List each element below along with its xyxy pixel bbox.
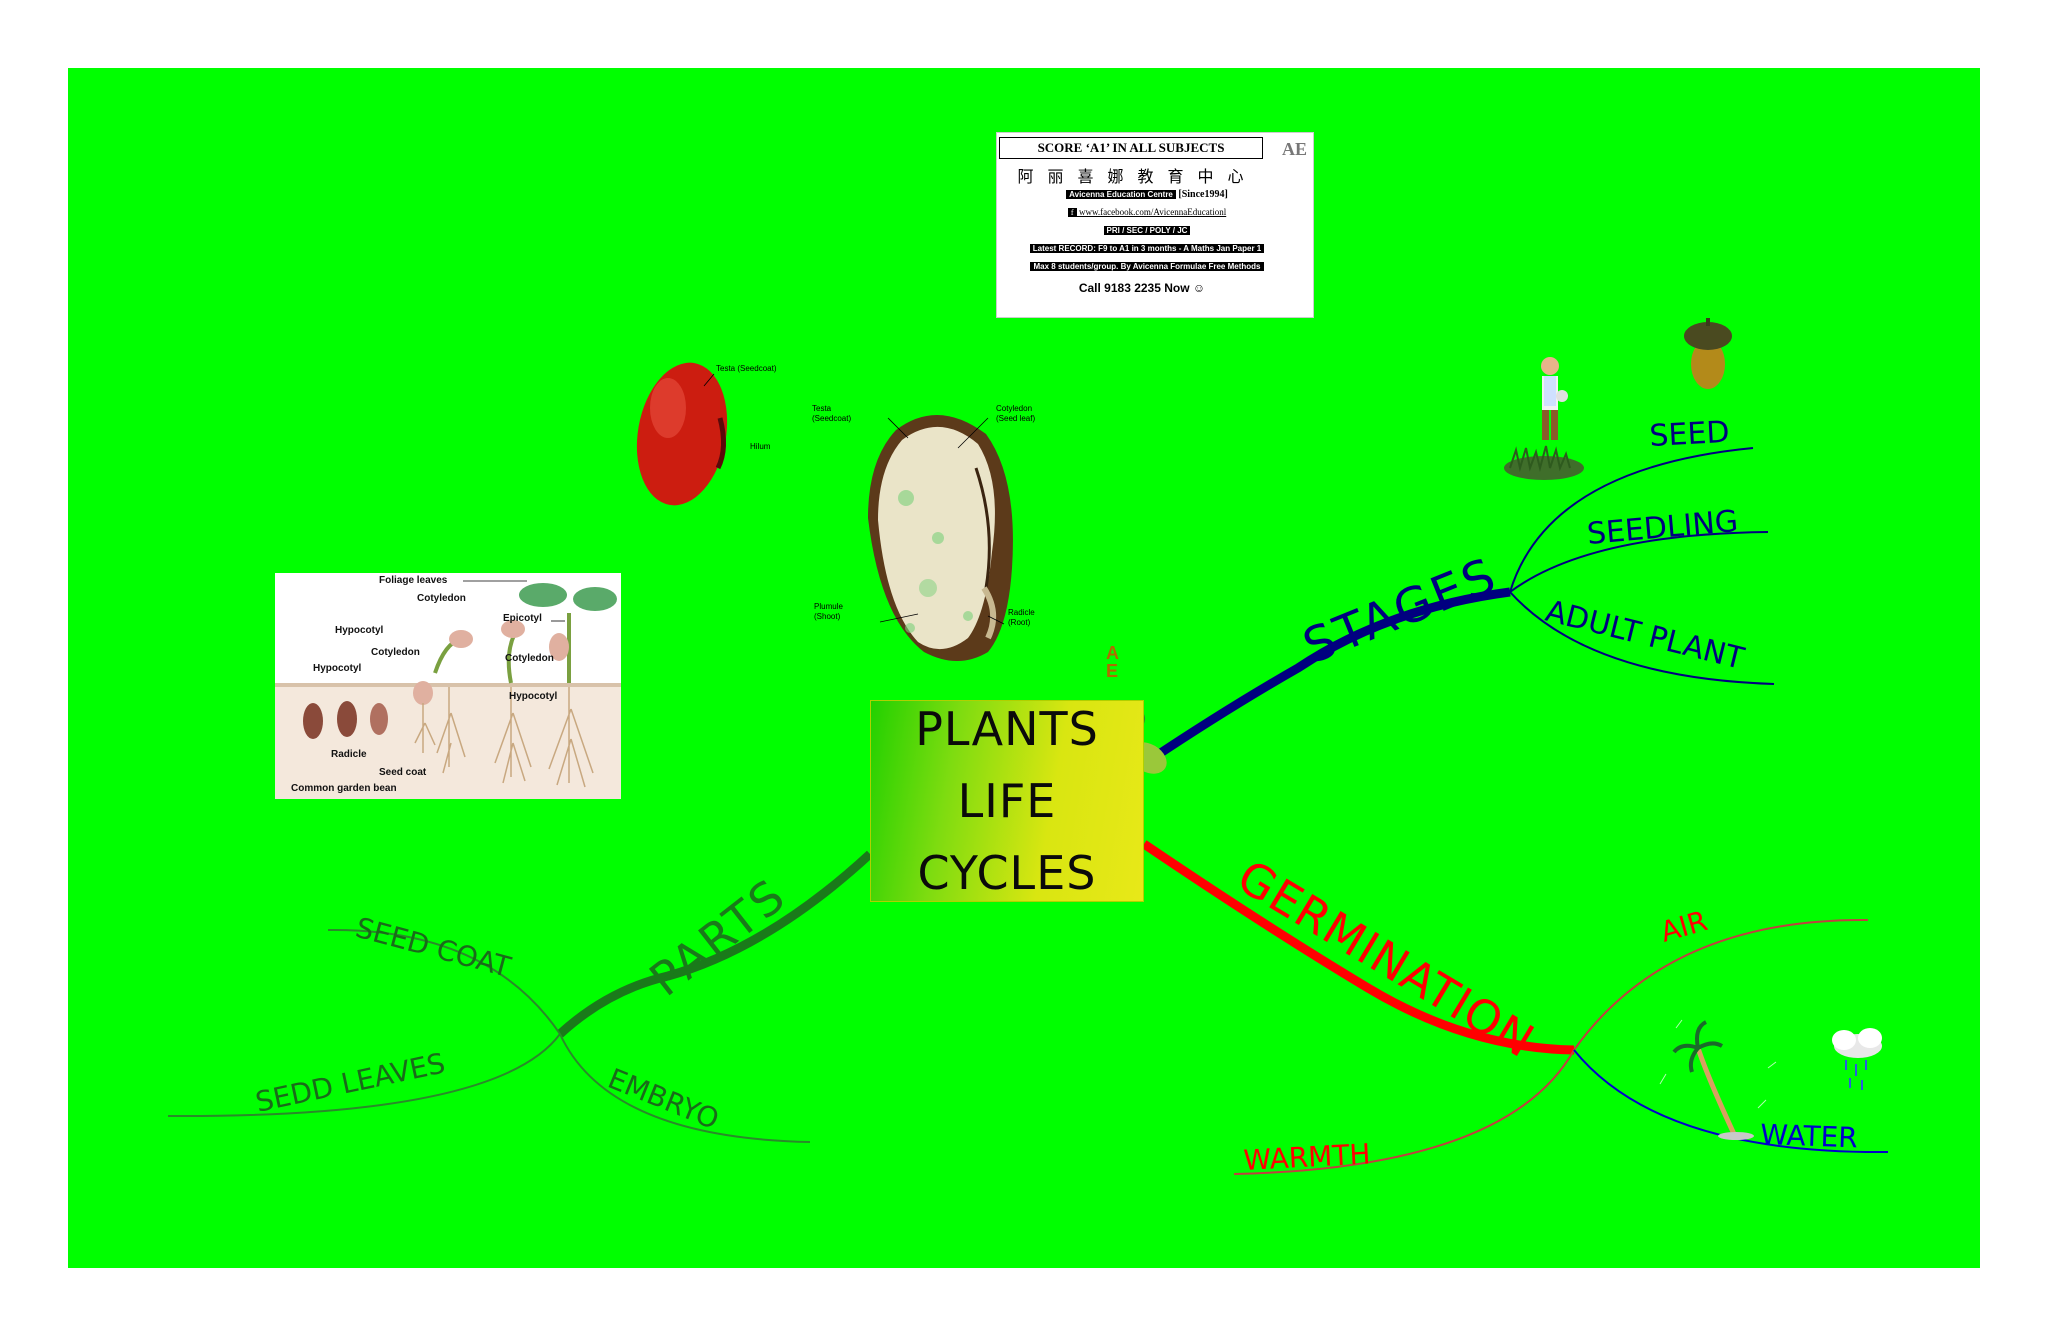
label-common-garden-bean: Common garden bean bbox=[291, 783, 397, 794]
stages-adult-line bbox=[1509, 591, 1775, 685]
label-cotyledon-top: Cotyledon bbox=[417, 593, 466, 604]
mind-map-canvas: STAGES GERMINATION PARTS SEED SEEDLING A… bbox=[68, 68, 1980, 1268]
label-testa-inner-1: Testa bbox=[812, 404, 832, 413]
bean-cross-section-image bbox=[868, 414, 1013, 661]
parts-branch-line bbox=[556, 850, 874, 1038]
adult-plant-label: ADULT PLANT bbox=[1542, 594, 1748, 677]
label-radicle-2: (Root) bbox=[1008, 618, 1031, 627]
label-testa-inner-2: (Seedcoat) bbox=[812, 414, 852, 423]
ad-levels-line: PRI / SEC / POLY / JC bbox=[997, 225, 1297, 236]
seed-coat-label: SEED COAT bbox=[352, 911, 515, 984]
stages-seed-line bbox=[1509, 447, 1754, 593]
man-with-seed-clipart bbox=[1504, 357, 1584, 480]
air-label: AIR bbox=[1657, 904, 1711, 949]
label-radicle-1: Radicle bbox=[1008, 608, 1035, 617]
parts-seedcoat-line bbox=[327, 928, 561, 1035]
germination-branch-line bbox=[1141, 840, 1575, 1055]
label-cotyledon-2: (Seed leaf) bbox=[996, 414, 1036, 423]
label-epicotyl: Epicotyl bbox=[503, 613, 542, 624]
stages-branch-line bbox=[1147, 587, 1511, 764]
ad-logo: AE bbox=[1281, 139, 1307, 159]
rain-cloud-icon bbox=[1832, 1028, 1882, 1090]
label-hypocotyl-3: Hypocotyl bbox=[509, 691, 558, 702]
warmth-label: WARMTH bbox=[1243, 1137, 1372, 1177]
label-testa-outer: Testa (Seedcoat) bbox=[716, 364, 777, 373]
stages-label: STAGES bbox=[1296, 547, 1506, 675]
ad-centre-name: Avicenna Education Centre bbox=[1066, 190, 1176, 199]
label-hilum: Hilum bbox=[750, 442, 771, 451]
central-topic-line-1: PLANTS bbox=[915, 702, 1099, 756]
central-topic[interactable]: PLANTS LIFE CYCLES bbox=[870, 700, 1144, 902]
acorn-image bbox=[1684, 318, 1732, 389]
parts-seddleaves-line bbox=[167, 1033, 561, 1118]
palm-tree-clipart bbox=[1659, 1019, 1777, 1140]
parts-label: PARTS bbox=[640, 867, 797, 1006]
germination-air-line bbox=[1573, 918, 1869, 1051]
ad-since: [Since1994] bbox=[1178, 189, 1228, 200]
germination-diagram-art bbox=[275, 580, 621, 799]
germination-water-line bbox=[1573, 1049, 1889, 1154]
label-cotyledon-right: Cotyledon bbox=[505, 653, 554, 664]
label-foliage-leaves: Foliage leaves bbox=[379, 575, 448, 586]
label-hypocotyl-2: Hypocotyl bbox=[313, 663, 362, 674]
label-cotyledon-mid: Cotyledon bbox=[371, 647, 420, 658]
seedling-label: SEEDLING bbox=[1586, 504, 1740, 552]
label-radicle: Radicle bbox=[331, 749, 367, 760]
small-logo-icon: AE bbox=[1106, 643, 1119, 681]
ad-group-line: Max 8 students/group. By Avicenna Formul… bbox=[997, 261, 1297, 272]
ad-call-line: Call 9183 2235 Now ☺ bbox=[1078, 281, 1206, 295]
advertisement-box: SCORE ‘A1’ IN ALL SUBJECTS AE 阿 丽 喜 娜 教 … bbox=[996, 132, 1314, 318]
central-topic-line-3: CYCLES bbox=[917, 846, 1097, 900]
stages-seedling-line bbox=[1509, 531, 1769, 593]
facebook-icon: f bbox=[1067, 208, 1077, 217]
ad-record-line: Latest RECORD: F9 to A1 in 3 months - A … bbox=[997, 243, 1297, 254]
ad-centre-line: Avicenna Education Centre [Since1994] bbox=[997, 189, 1297, 200]
central-topic-line-2: LIFE bbox=[957, 774, 1057, 828]
parts-embryo-line bbox=[559, 1033, 811, 1143]
ad-facebook-link[interactable]: f www.facebook.com/AvicennaEducationl bbox=[997, 207, 1297, 217]
label-plumule-1: Plumule bbox=[814, 602, 843, 611]
label-seed-coat: Seed coat bbox=[379, 767, 427, 778]
embryo-label: EMBRYO bbox=[603, 1062, 723, 1136]
germination-diagram: Foliage leaves Cotyledon Epicotyl Hypoco… bbox=[275, 573, 621, 799]
seed-label: SEED bbox=[1649, 415, 1731, 454]
label-hypocotyl-1: Hypocotyl bbox=[335, 625, 384, 636]
ad-score-heading: SCORE ‘A1’ IN ALL SUBJECTS bbox=[999, 137, 1263, 159]
label-cotyledon-1: Cotyledon bbox=[996, 404, 1033, 413]
label-plumule-2: (Shoot) bbox=[814, 612, 841, 621]
germination-label: GERMINATION bbox=[1228, 849, 1543, 1068]
water-label: WATER bbox=[1760, 1118, 1858, 1154]
mind-map-branches: STAGES GERMINATION PARTS SEED SEEDLING A… bbox=[167, 318, 1889, 1177]
ad-chinese-name: 阿 丽 喜 娜 教 育 中 心 bbox=[1017, 169, 1249, 186]
germination-warmth-line bbox=[1233, 1049, 1575, 1175]
red-bean-image bbox=[636, 362, 728, 506]
